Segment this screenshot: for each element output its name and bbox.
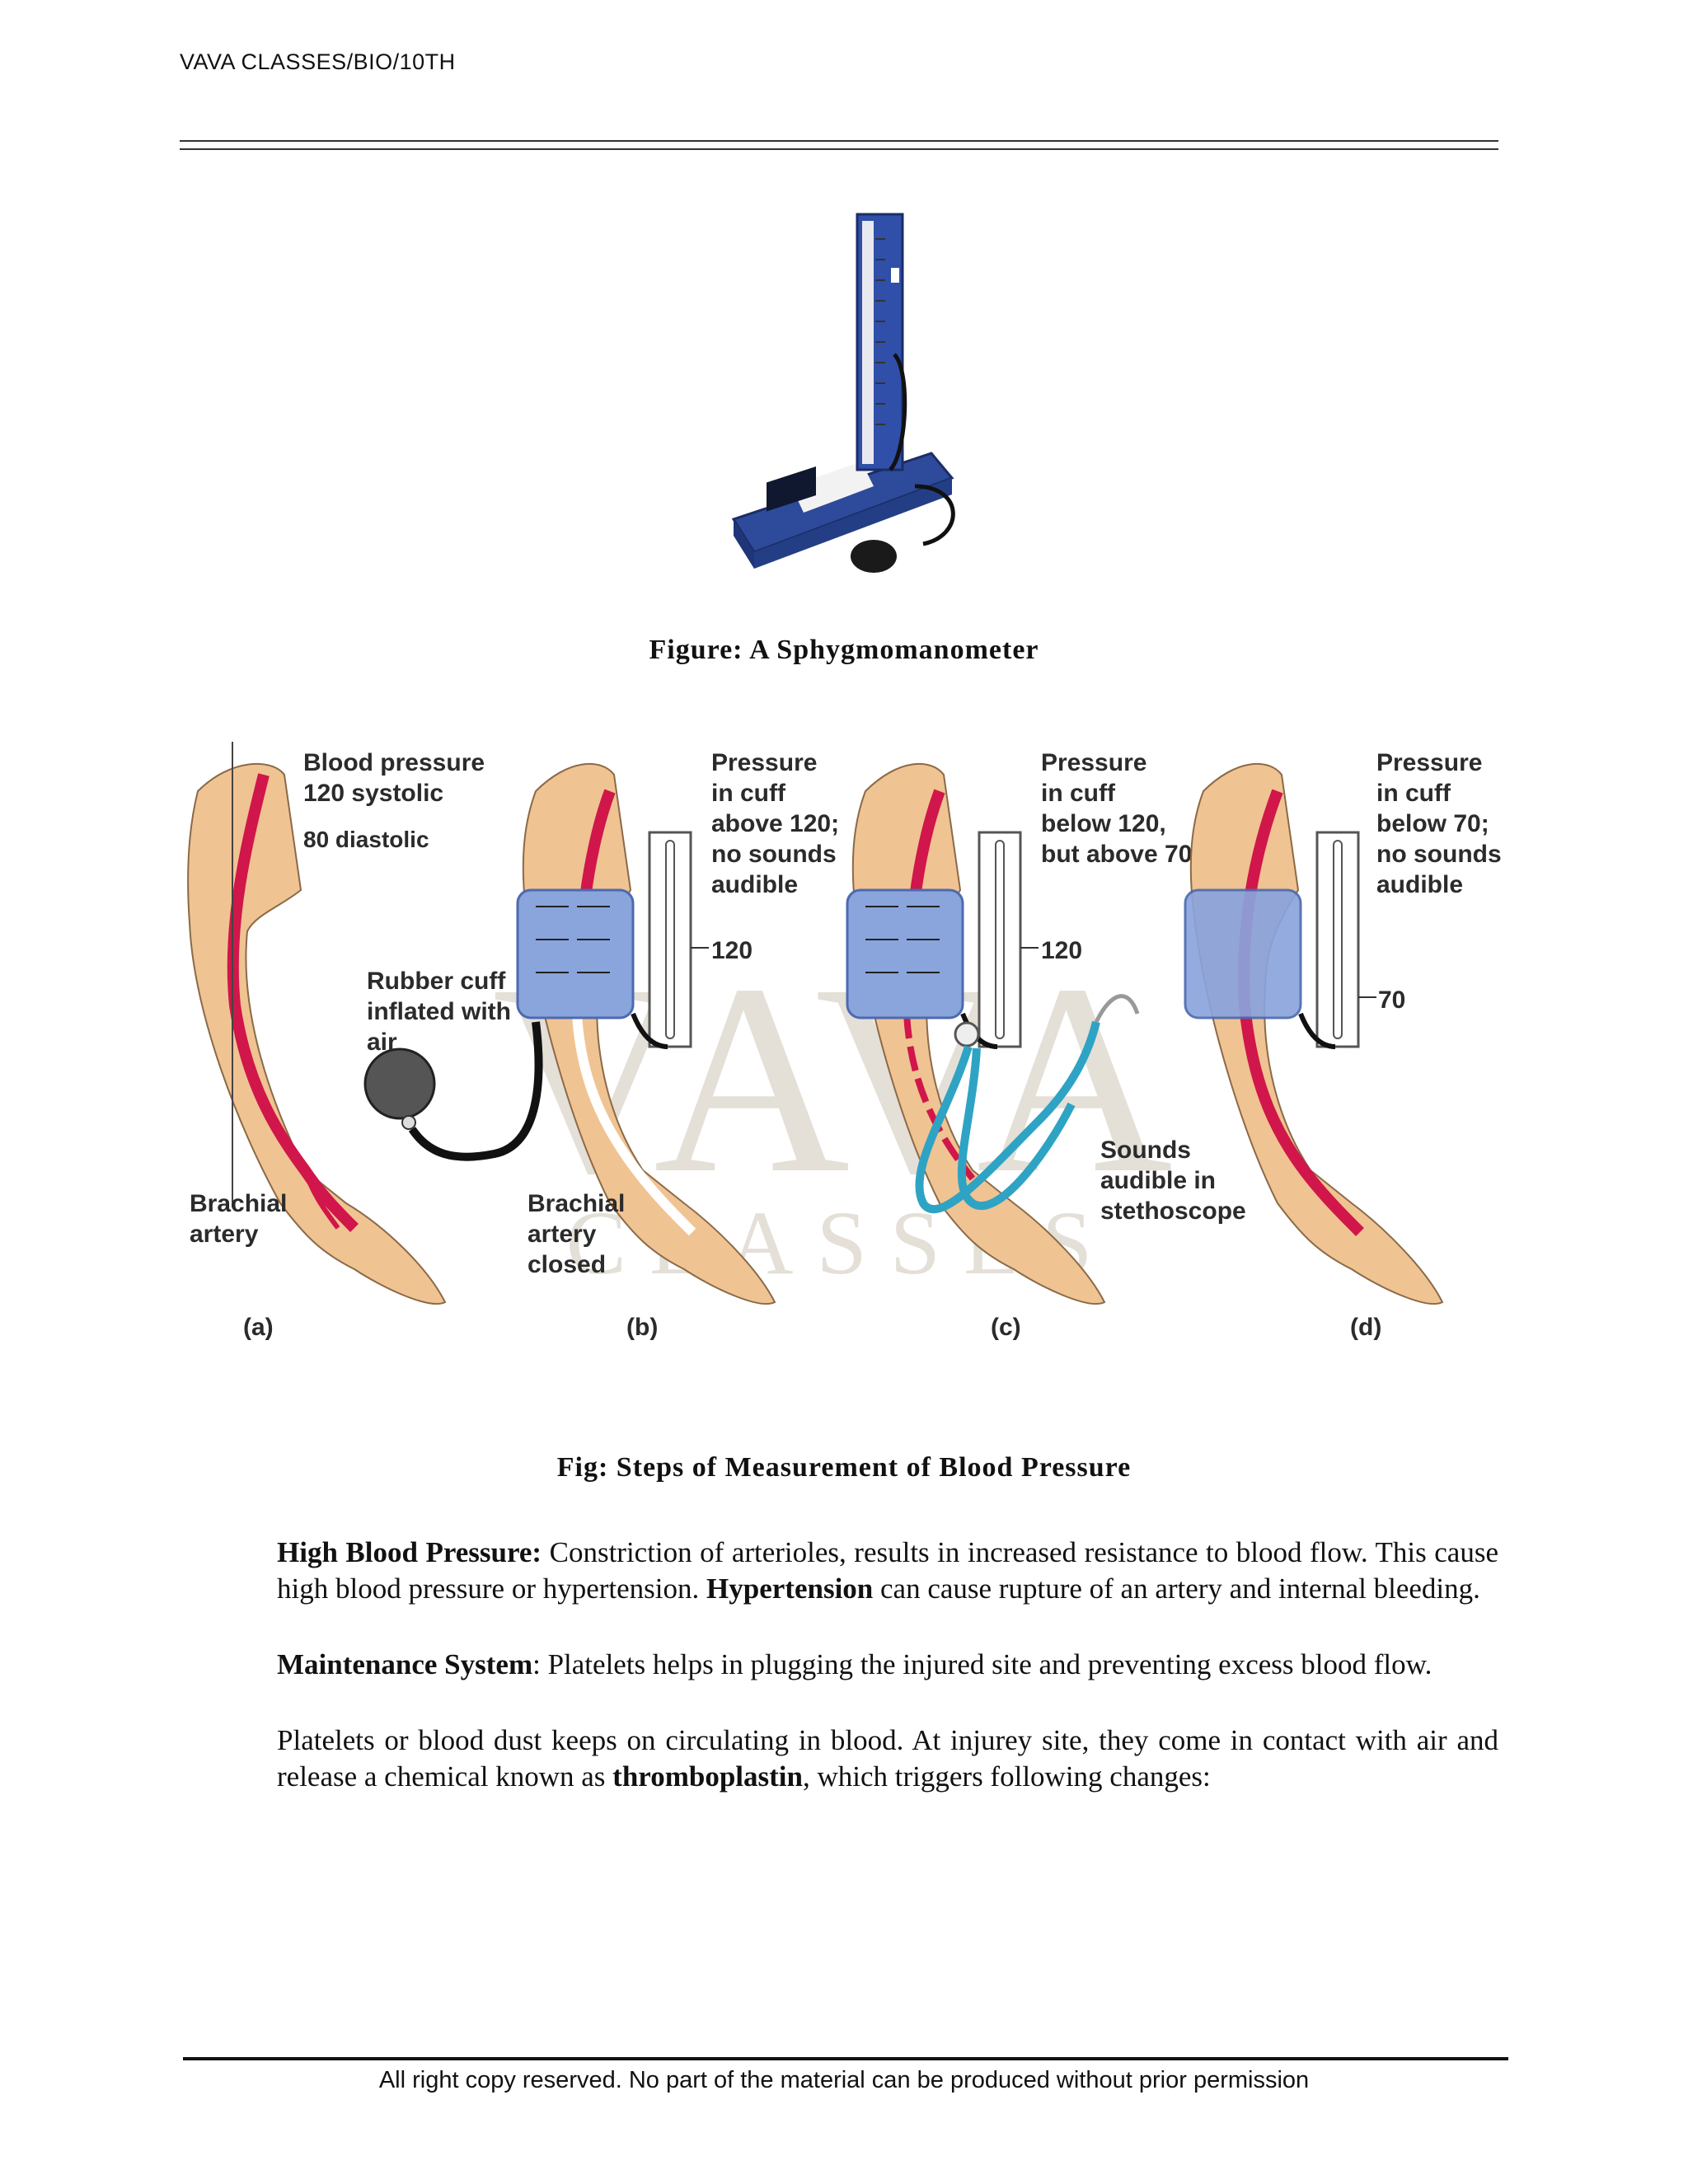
figure1-caption: Figure: A Sphygmomanometer bbox=[649, 635, 1039, 665]
panel-d-gauge: 70 bbox=[1378, 987, 1405, 1014]
panel-b-art2: artery bbox=[528, 1221, 597, 1248]
panel-b-art3: closed bbox=[528, 1251, 606, 1278]
panel-c-p3: below 120, bbox=[1041, 810, 1166, 837]
p1-text-b: can cause rupture of an artery and inter… bbox=[873, 1572, 1480, 1605]
term-hypertension: Hypertension bbox=[706, 1572, 874, 1605]
panel-d-p1: Pressure bbox=[1376, 749, 1482, 776]
panel-a-artery1: Brachial bbox=[190, 1190, 287, 1217]
term-maintenance-system: Maintenance System bbox=[277, 1648, 533, 1680]
panel-a-line2: 120 systolic bbox=[303, 780, 443, 807]
panel-d-p3: below 70; bbox=[1376, 810, 1489, 837]
panel-c-s2: audible in bbox=[1100, 1167, 1216, 1194]
panel-b-p5: audible bbox=[711, 871, 798, 898]
sphygmomanometer-image bbox=[717, 206, 964, 585]
p1-text-a: Constriction of arterioles, results in i… bbox=[277, 1536, 1498, 1605]
panel-b-tag: (b) bbox=[626, 1314, 658, 1341]
panel-b-cuff3: air bbox=[367, 1029, 397, 1056]
panel-d-tag: (d) bbox=[1350, 1314, 1381, 1341]
panel-a-line1: Blood pressure bbox=[303, 749, 485, 776]
panel-d-p4: no sounds bbox=[1376, 841, 1502, 868]
paragraph-platelets: Platelets or blood dust keeps on circula… bbox=[277, 1722, 1498, 1795]
header-rule-top bbox=[180, 140, 1498, 142]
panel-c-s3: stethoscope bbox=[1100, 1197, 1246, 1225]
panel-b-p4: no sounds bbox=[711, 841, 837, 868]
panel-c-p4: but above 70 bbox=[1041, 841, 1192, 868]
panel-c-s1: Sounds bbox=[1100, 1137, 1191, 1164]
header-rule-bottom bbox=[180, 148, 1498, 150]
panel-c-p1: Pressure bbox=[1041, 749, 1146, 776]
panel-b-cuff1: Rubber cuff bbox=[367, 968, 506, 995]
panel-a-artery2: artery bbox=[190, 1221, 259, 1248]
panel-c: Pressure in cuff below 120, but above 70… bbox=[846, 749, 1246, 1341]
panel-b-art1: Brachial bbox=[528, 1190, 625, 1217]
panel-b-p3: above 120; bbox=[711, 810, 839, 837]
panel-a-line3: 80 diastolic bbox=[303, 827, 429, 852]
page-footer: All right copy reserved. No part of the … bbox=[378, 2067, 1310, 2093]
term-high-blood-pressure: High Blood Pressure: bbox=[277, 1536, 542, 1568]
panel-c-tag: (c) bbox=[991, 1314, 1021, 1341]
panel-c-gauge: 120 bbox=[1041, 937, 1082, 964]
p3-text-b: , which triggers following changes: bbox=[802, 1760, 1211, 1793]
p2-text: : Platelets helps in plugging the injure… bbox=[532, 1648, 1432, 1680]
panel-b-cuff2: inflated with bbox=[367, 998, 511, 1025]
p3-text-a: Platelets or blood dust keeps on circula… bbox=[277, 1724, 1498, 1793]
panel-d-p5: audible bbox=[1376, 871, 1463, 898]
page-header: VAVA CLASSES/BIO/10TH bbox=[180, 49, 456, 74]
panel-d-p2: in cuff bbox=[1376, 780, 1451, 807]
panel-a-tag: (a) bbox=[243, 1314, 274, 1341]
panel-a: Blood pressure 120 systolic 80 diastolic… bbox=[187, 742, 485, 1341]
panel-d: Pressure in cuff below 70; no sounds aud… bbox=[1184, 749, 1502, 1341]
panel-b-gauge: 120 bbox=[711, 937, 753, 964]
paragraph-high-blood-pressure: High Blood Pressure: Constriction of art… bbox=[277, 1535, 1498, 1607]
panel-b-p1: Pressure bbox=[711, 749, 817, 776]
panel-b-p2: in cuff bbox=[711, 780, 786, 807]
bp-steps-diagram: VAVA CLASSES Blood pressure 120 systolic… bbox=[181, 742, 1517, 1376]
panel-b: Pressure in cuff above 120; no sounds au… bbox=[363, 749, 839, 1341]
paragraph-maintenance-system: Maintenance System: Platelets helps in p… bbox=[277, 1647, 1498, 1683]
panel-c-p2: in cuff bbox=[1041, 780, 1116, 807]
term-thromboplastin: thromboplastin bbox=[612, 1760, 803, 1793]
figure2-caption: Fig: Steps of Measurement of Blood Press… bbox=[556, 1452, 1132, 1483]
footer-rule bbox=[183, 2057, 1508, 2060]
